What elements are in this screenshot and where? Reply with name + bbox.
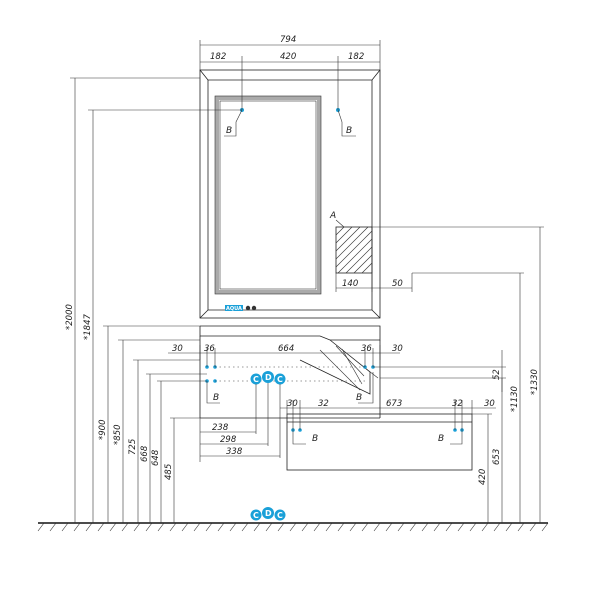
logo-text: AQUA: [226, 306, 242, 312]
dim-420: 420: [280, 52, 296, 62]
label-b-4: B: [356, 393, 362, 403]
label-b-6: B: [438, 434, 444, 444]
cdc-c2-upper: C: [277, 375, 283, 384]
label-a: A: [329, 211, 336, 221]
dim-794: 794: [280, 35, 296, 45]
cdc-d-upper: D: [265, 373, 272, 382]
dim-right-30: 30: [392, 344, 403, 354]
dim-drawer-673: 673: [386, 399, 402, 409]
cdc-c-floor: C: [253, 511, 259, 520]
cdc-marker-upper: C D C: [250, 371, 286, 385]
label-b-3: B: [213, 393, 219, 403]
drawer-dimensions: 30 32 673 32 30: [280, 399, 496, 430]
dim-left-30: 30: [172, 344, 183, 354]
dim-right-36: 36: [361, 344, 372, 354]
top-dimensions: 794 182 420 182: [199, 35, 381, 110]
label-b-1: B: [226, 126, 232, 136]
dim-1330: *1330: [530, 369, 540, 395]
dim-shelf-140: 140: [342, 279, 358, 289]
right-height-dimensions: *1330 *1130 52 653 420: [372, 226, 544, 523]
dim-drawer-30b: 30: [484, 399, 495, 409]
floor: [37, 522, 549, 532]
label-b-5: B: [312, 434, 318, 444]
mirror-mount-points: B B: [224, 108, 356, 137]
dim-drawer-32b: 32: [452, 399, 463, 409]
dim-1130: *1130: [510, 386, 520, 412]
dim-648: 648: [151, 449, 161, 466]
countertop-dimensions: 30 36 664 36 30: [168, 344, 403, 367]
dim-298: 298: [220, 435, 237, 445]
dim-338: 338: [226, 447, 243, 457]
cdc-c-upper: C: [253, 375, 259, 384]
dim-664: 664: [278, 344, 294, 354]
label-b-2: B: [346, 126, 352, 136]
dim-725: 725: [128, 439, 138, 455]
dim-420: 420: [478, 469, 488, 485]
bottom-dimensions: 238 298 338: [199, 383, 281, 462]
dim-485: 485: [164, 464, 174, 480]
dim-left-36: 36: [204, 344, 215, 354]
left-height-dimensions: *2000 *1847 *900 *850 725 668 648 485: [65, 77, 242, 523]
dim-drawer-32a: 32: [318, 399, 329, 409]
side-shelf: A 140 50: [329, 211, 413, 292]
dim-drawer-30a: 30: [287, 399, 298, 409]
dim-668: 668: [140, 445, 150, 462]
cdc-d-floor: D: [265, 509, 272, 518]
vanity-countertop: [199, 325, 381, 419]
drawer-unit: [286, 413, 473, 471]
dim-182-right: 182: [348, 52, 364, 62]
dim-238: 238: [212, 423, 229, 433]
mirror-glass: [214, 95, 322, 295]
dim-1847: *1847: [83, 314, 93, 340]
dim-2000: *2000: [65, 304, 75, 330]
dim-900: *900: [98, 420, 108, 440]
dim-850: *850: [113, 425, 123, 445]
dim-182-left: 182: [210, 52, 226, 62]
cdc-c2-floor: C: [277, 511, 283, 520]
dim-shelf-50: 50: [392, 279, 403, 289]
logo-badge: AQUA: [225, 305, 257, 312]
dim-653: 653: [492, 449, 502, 465]
cdc-marker-floor: C D C: [250, 507, 286, 521]
dim-52: 52: [492, 369, 502, 380]
